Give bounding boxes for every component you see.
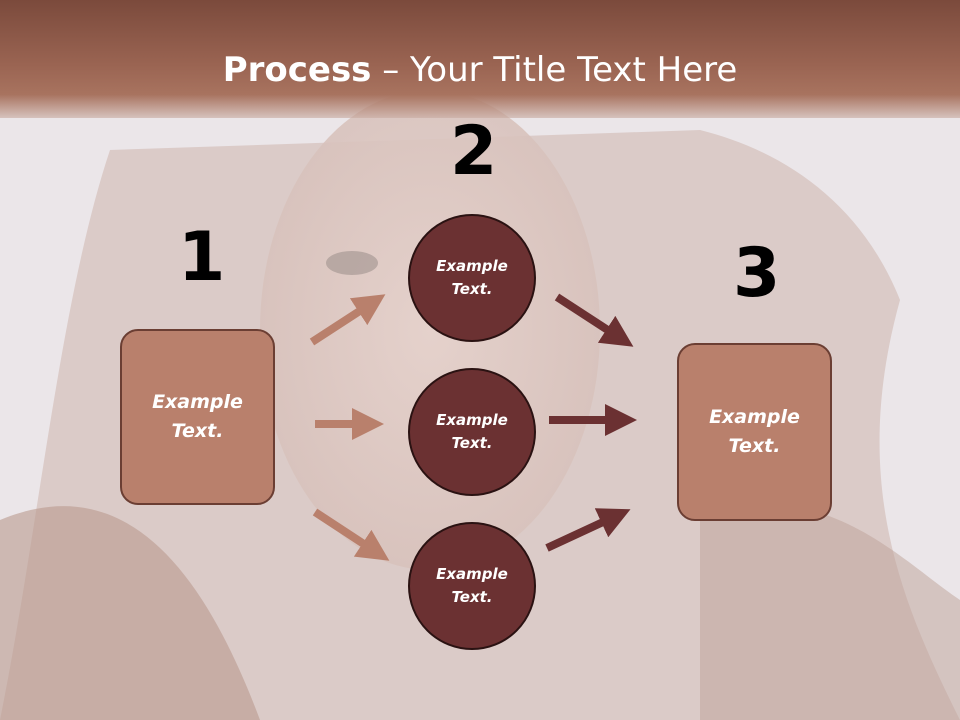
step-1-box: Example Text. xyxy=(120,329,275,505)
step-number-2: 2 xyxy=(450,112,498,191)
step-1-text: Example Text. xyxy=(152,391,243,442)
step-2-circle-top: Example Text. xyxy=(408,214,536,342)
title-band xyxy=(0,0,960,118)
step-number-3: 3 xyxy=(733,234,781,313)
step-3-text: Example Text. xyxy=(709,406,800,457)
step-2-circle-bottom: Example Text. xyxy=(408,522,536,650)
circle-top-text: Example Text. xyxy=(436,257,508,298)
circle-bottom-text: Example Text. xyxy=(436,565,508,606)
circle-middle-text: Example Text. xyxy=(436,411,508,452)
title-bold: Process xyxy=(222,50,372,90)
step-3-box: Example Text. xyxy=(677,343,832,521)
title-rest: – Your Title Text Here xyxy=(371,50,738,90)
page-title: Process – Your Title Text Here xyxy=(0,50,960,90)
step-2-circle-middle: Example Text. xyxy=(408,368,536,496)
step-number-1: 1 xyxy=(178,218,226,297)
